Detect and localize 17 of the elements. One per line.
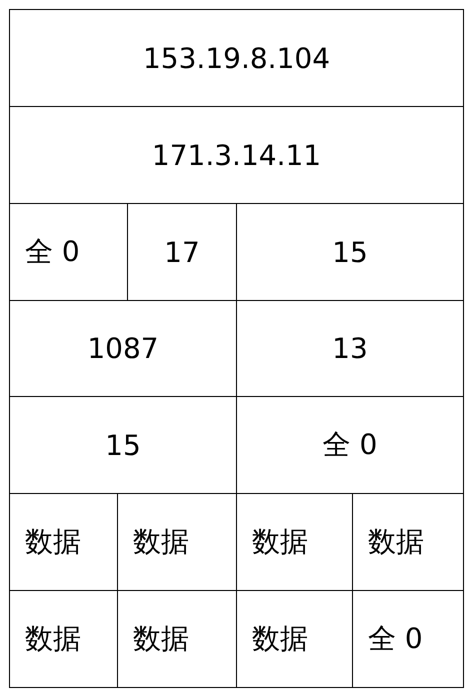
cell-text: 全 0 <box>322 427 378 463</box>
cell-text: 全 0 <box>368 621 423 657</box>
cell-text: 153.19.8.104 <box>142 42 330 74</box>
cell-text: 13 <box>332 332 368 365</box>
cell-text: 17 <box>164 236 200 268</box>
cell-text: 数据 <box>368 524 424 560</box>
cell-text: 数据 <box>133 621 189 657</box>
cell-text: 15 <box>332 236 368 268</box>
cell-text: 数据 <box>252 621 308 657</box>
cell-text: 171.3.14.11 <box>152 138 322 172</box>
cell-text: 数据 <box>133 524 189 560</box>
cell-text: 数据 <box>252 524 308 560</box>
cell-text: 数据 <box>25 621 81 657</box>
cell-text: 1087 <box>87 332 159 365</box>
cell-text: 全 0 <box>25 234 80 270</box>
cell-text: 数据 <box>25 524 81 560</box>
cell-text: 15 <box>105 428 141 462</box>
